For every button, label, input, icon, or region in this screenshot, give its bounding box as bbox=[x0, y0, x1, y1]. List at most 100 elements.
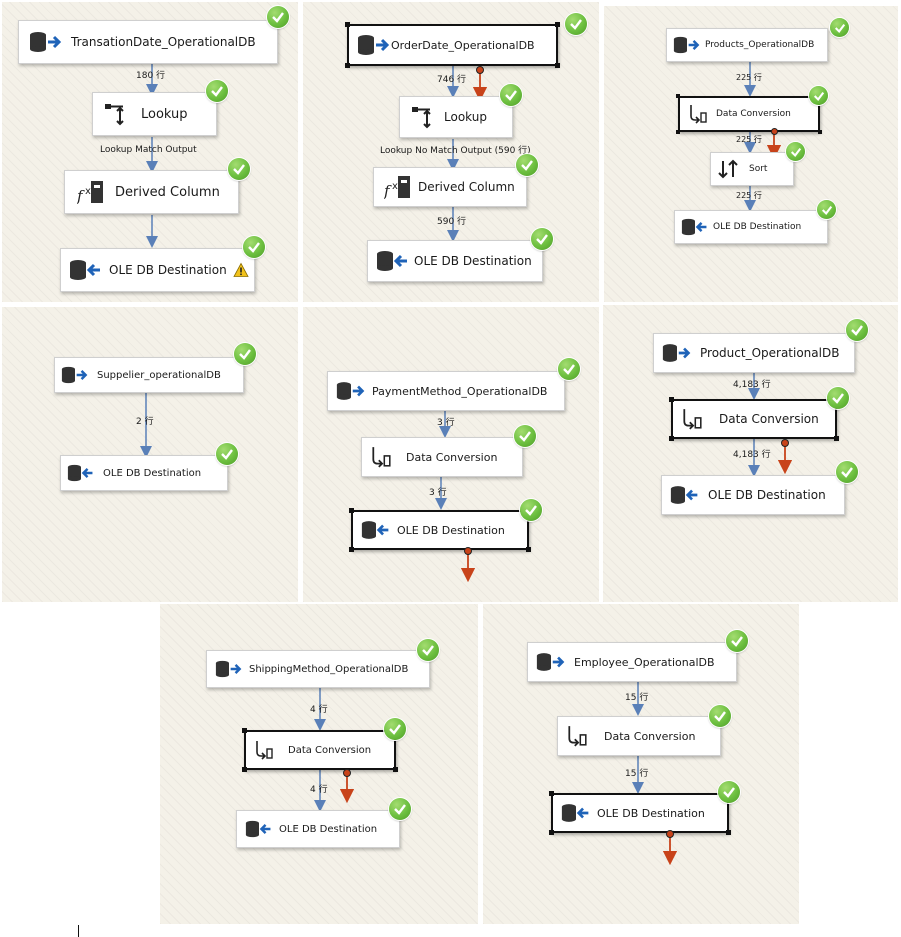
data-conversion-icon bbox=[256, 741, 273, 760]
source-label: ShippingMethod_OperationalDB bbox=[249, 663, 409, 675]
ole-db-destination-icon bbox=[245, 820, 271, 838]
ole-db-destination-component[interactable]: OLE DB Destination bbox=[236, 810, 400, 848]
destination-label: OLE DB Destination bbox=[397, 523, 505, 537]
selection-handle bbox=[549, 791, 554, 796]
row-count-label: 225 行 bbox=[736, 73, 762, 82]
lookup-component[interactable]: Lookup bbox=[399, 96, 513, 138]
data-flow-panel-payment-method: PaymentMethod_OperationalDB 3 行 Data Con… bbox=[303, 307, 599, 602]
ole-db-destination-icon bbox=[67, 464, 93, 482]
ole-db-destination-component[interactable]: OLE DB Destination bbox=[60, 248, 255, 292]
ole-db-destination-component[interactable]: OLE DB Destination bbox=[351, 510, 529, 550]
conversion-label: Data Conversion bbox=[604, 729, 696, 743]
data-flow-paths bbox=[744, 62, 782, 212]
row-count-label: 4 行 bbox=[310, 785, 328, 795]
data-flow-paths bbox=[146, 63, 158, 248]
success-check-icon bbox=[389, 798, 411, 820]
source-label: TransationDate_OperationalDB bbox=[71, 35, 256, 49]
data-conversion-component[interactable]: Data Conversion bbox=[557, 716, 721, 756]
ole-db-destination-component[interactable]: OLE DB Destination bbox=[367, 240, 543, 282]
ole-db-source-component[interactable]: TransationDate_OperationalDB bbox=[18, 20, 278, 64]
data-conversion-component[interactable]: Data Conversion bbox=[678, 96, 820, 132]
selection-handle bbox=[834, 436, 839, 441]
success-check-icon bbox=[216, 443, 238, 465]
row-count-label: 15 行 bbox=[625, 693, 649, 703]
ole-db-destination-component[interactable]: OLE DB Destination bbox=[551, 793, 729, 833]
ole-db-source-icon bbox=[358, 35, 390, 55]
selection-handle bbox=[726, 830, 731, 835]
ole-db-source-component[interactable]: ShippingMethod_OperationalDB bbox=[206, 650, 430, 688]
source-label: Products_OperationalDB bbox=[705, 40, 815, 50]
error-output-arrow-icon bbox=[781, 439, 789, 447]
success-check-icon bbox=[417, 639, 439, 661]
success-check-icon bbox=[520, 499, 542, 521]
ole-db-source-component[interactable]: Products_OperationalDB bbox=[666, 28, 828, 62]
lookup-label: Lookup bbox=[141, 106, 188, 122]
ole-db-destination-icon bbox=[670, 486, 698, 504]
data-flow-panel-transaction-date: TransationDate_OperationalDB 180 行 Looku… bbox=[2, 2, 298, 302]
data-flow-paths bbox=[447, 66, 488, 242]
data-conversion-icon bbox=[568, 726, 587, 747]
source-label: Suppelier_operationalDB bbox=[97, 369, 221, 381]
ole-db-source-icon bbox=[662, 344, 691, 362]
success-check-icon bbox=[836, 461, 858, 483]
data-conversion-icon bbox=[690, 105, 707, 124]
row-count-label: 4,183 行 bbox=[733, 450, 771, 460]
lookup-label: Lookup bbox=[444, 110, 487, 124]
source-label: Employee_OperationalDB bbox=[574, 655, 715, 669]
ole-db-source-component[interactable]: PaymentMethod_OperationalDB bbox=[327, 371, 565, 411]
data-conversion-component[interactable]: Data Conversion bbox=[244, 730, 396, 770]
success-check-icon bbox=[726, 630, 748, 652]
destination-label: OLE DB Destination bbox=[708, 488, 826, 502]
error-output-arrow-icon bbox=[464, 547, 472, 555]
lookup-component[interactable]: Lookup bbox=[92, 92, 217, 136]
conversion-label: Data Conversion bbox=[716, 109, 791, 119]
success-check-icon bbox=[500, 84, 522, 106]
sort-component[interactable]: Sort bbox=[710, 152, 794, 186]
sort-icon bbox=[718, 159, 738, 179]
source-label: OrderDate_OperationalDB bbox=[391, 38, 535, 52]
data-flow-paths bbox=[435, 411, 476, 583]
data-conversion-component[interactable]: Data Conversion bbox=[671, 399, 837, 439]
data-conversion-component[interactable]: Data Conversion bbox=[361, 437, 523, 477]
ole-db-destination-component[interactable]: OLE DB Destination bbox=[674, 210, 828, 244]
row-count-label: 3 行 bbox=[429, 488, 447, 498]
success-check-icon bbox=[516, 154, 538, 176]
row-count-label: 4 行 bbox=[310, 705, 328, 715]
ole-db-source-component[interactable]: OrderDate_OperationalDB bbox=[347, 24, 558, 66]
ole-db-source-component[interactable]: Employee_OperationalDB bbox=[527, 642, 737, 682]
data-conversion-icon bbox=[372, 447, 391, 468]
source-label: PaymentMethod_OperationalDB bbox=[372, 384, 548, 398]
text-cursor bbox=[78, 925, 79, 937]
destination-label: OLE DB Destination bbox=[103, 467, 202, 479]
ole-db-source-component[interactable]: Product_OperationalDB bbox=[653, 333, 855, 373]
lookup-output-label: Lookup Match Output bbox=[100, 145, 197, 155]
ole-db-destination-component[interactable]: OLE DB Destination bbox=[60, 455, 228, 491]
selection-handle bbox=[349, 508, 354, 513]
success-check-icon bbox=[709, 705, 731, 727]
error-output-arrow-icon bbox=[771, 128, 778, 135]
success-check-icon bbox=[830, 18, 849, 37]
ole-db-source-icon bbox=[215, 660, 242, 678]
selection-handle bbox=[242, 728, 247, 733]
selection-handle bbox=[242, 767, 247, 772]
ole-db-destination-icon bbox=[681, 218, 707, 236]
row-count-label: 2 行 bbox=[136, 417, 154, 427]
warning-icon bbox=[233, 262, 249, 277]
success-check-icon bbox=[243, 236, 265, 258]
row-count-label: 3 行 bbox=[437, 418, 455, 428]
selection-handle bbox=[818, 130, 822, 134]
row-count-label: 4,183 行 bbox=[733, 380, 771, 390]
row-count-label: 15 行 bbox=[625, 769, 649, 779]
ole-db-source-component[interactable]: Suppelier_operationalDB bbox=[54, 357, 244, 393]
ole-db-source-icon bbox=[536, 653, 565, 671]
error-output-arrow-icon bbox=[666, 830, 674, 838]
destination-label: OLE DB Destination bbox=[713, 222, 802, 232]
data-flow-paths bbox=[140, 393, 152, 458]
ole-db-destination-component[interactable]: OLE DB Destination bbox=[661, 475, 845, 515]
data-flow-panel-order-date: OrderDate_OperationalDB 746 行 Lookup Loo… bbox=[303, 2, 599, 302]
data-flow-paths bbox=[748, 371, 793, 477]
conversion-label: Data Conversion bbox=[288, 744, 372, 756]
sort-label: Sort bbox=[749, 164, 768, 174]
